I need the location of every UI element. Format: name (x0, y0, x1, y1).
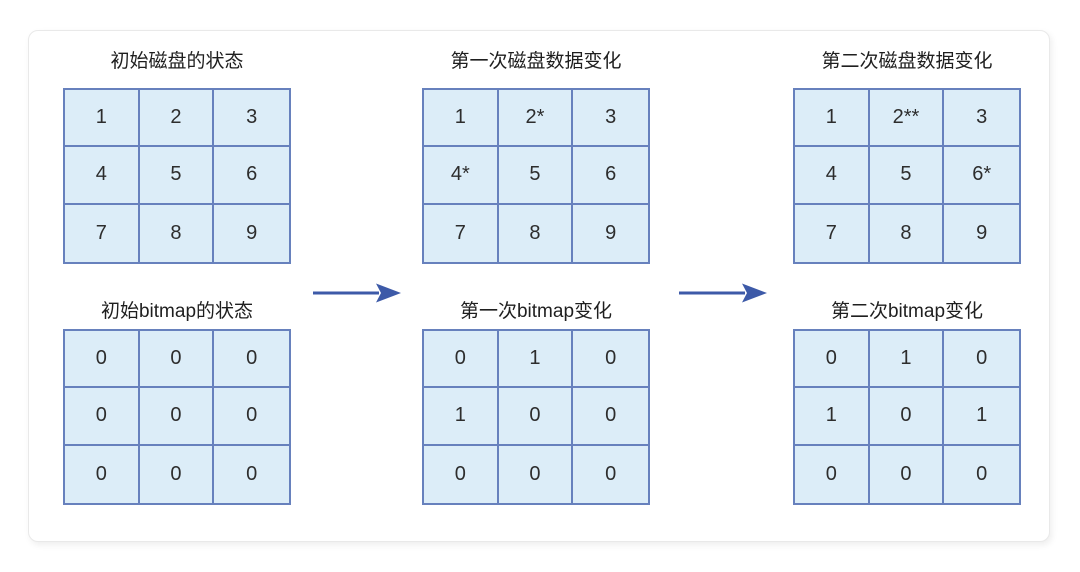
panel-bitmap-initial: 初始bitmap的状态 0 0 0 0 0 0 0 0 0 (63, 297, 291, 505)
grid-cell: 0 (498, 388, 574, 446)
grid-cell: 0 (869, 388, 945, 446)
grid-cell: 1 (424, 388, 499, 446)
grid-cell: 9 (944, 204, 1019, 262)
panel-title: 第二次磁盘数据变化 (821, 51, 993, 72)
grid-table: 0 0 0 0 0 0 0 0 0 (63, 329, 291, 505)
arrow-right-icon (312, 281, 402, 305)
panel-bitmap-change-1: 第一次bitmap变化 0 1 0 1 0 0 0 0 0 (422, 297, 650, 505)
grid-cell: 0 (944, 445, 1019, 503)
grid-cell: 7 (65, 204, 140, 262)
grid-cell: 5 (498, 147, 574, 205)
grid-table: 0 1 0 1 0 1 0 0 0 (793, 329, 1021, 505)
panel-title: 第一次磁盘数据变化 (450, 51, 622, 72)
panel-title: 初始磁盘的状态 (110, 51, 244, 72)
grid-cell: 0 (424, 331, 499, 389)
grid-cell: 1 (424, 90, 499, 148)
grid-cell: 8 (869, 204, 945, 262)
grid-cell: 4 (795, 147, 870, 205)
grid-cell: 6* (944, 147, 1019, 205)
grid-cell: 9 (573, 204, 648, 262)
panel-title: 第一次bitmap变化 (459, 301, 613, 322)
grid-cell: 1 (795, 90, 870, 148)
grid-cell: 0 (214, 331, 289, 389)
grid-cell: 1 (498, 331, 574, 389)
grid-cell: 4 (65, 147, 140, 205)
grid-cell: 1 (795, 388, 870, 446)
grid-cell: 6 (214, 147, 289, 205)
grid-cell: 8 (139, 204, 215, 262)
panel-title: 第二次bitmap变化 (830, 301, 984, 322)
grid-cell: 0 (795, 331, 870, 389)
grid-cell: 0 (65, 445, 140, 503)
grid-cell: 2 (139, 90, 215, 148)
grid-table: 1 2 3 4 5 6 7 8 9 (63, 88, 291, 264)
grid-table: 0 1 0 1 0 0 0 0 0 (422, 329, 650, 505)
grid-cell: 0 (424, 445, 499, 503)
grid-cell: 9 (214, 204, 289, 262)
grid-cell: 6 (573, 147, 648, 205)
grid-cell: 0 (944, 331, 1019, 389)
grid-cell: 0 (498, 445, 574, 503)
grid-cell: 0 (795, 445, 870, 503)
grid-cell: 0 (214, 445, 289, 503)
grid-cell: 0 (214, 388, 289, 446)
grid-cell: 0 (139, 331, 215, 389)
panel-disk-change-2: 第二次磁盘数据变化 1 2** 3 4 5 6* 7 8 9 (793, 47, 1021, 264)
grid-cell: 5 (869, 147, 945, 205)
grid-table: 1 2* 3 4* 5 6 7 8 9 (422, 88, 650, 264)
grid-cell: 1 (65, 90, 140, 148)
grid-cell: 1 (869, 331, 945, 389)
grid-cell: 2* (498, 90, 574, 148)
grid-cell: 2** (869, 90, 945, 148)
grid-cell: 0 (869, 445, 945, 503)
grid-cell: 7 (795, 204, 870, 262)
panel-title: 初始bitmap的状态 (100, 301, 254, 322)
grid-cell: 3 (944, 90, 1019, 148)
grid-cell: 0 (139, 388, 215, 446)
panel-bitmap-change-2: 第二次bitmap变化 0 1 0 1 0 1 0 0 0 (793, 297, 1021, 505)
grid-cell: 0 (65, 388, 140, 446)
grid-cell: 7 (424, 204, 499, 262)
grid-cell: 0 (573, 331, 648, 389)
grid-cell: 0 (573, 388, 648, 446)
grid-cell: 0 (139, 445, 215, 503)
grid-cell: 5 (139, 147, 215, 205)
grid-cell: 3 (573, 90, 648, 148)
panel-disk-initial: 初始磁盘的状态 1 2 3 4 5 6 7 8 9 (63, 47, 291, 264)
grid-table: 1 2** 3 4 5 6* 7 8 9 (793, 88, 1021, 264)
grid-cell: 0 (65, 331, 140, 389)
grid-cell: 4* (424, 147, 499, 205)
grid-cell: 8 (498, 204, 574, 262)
arrow-right-icon (678, 281, 768, 305)
grid-cell: 0 (573, 445, 648, 503)
grid-cell: 3 (214, 90, 289, 148)
panel-disk-change-1: 第一次磁盘数据变化 1 2* 3 4* 5 6 7 8 9 (422, 47, 650, 264)
grid-cell: 1 (944, 388, 1019, 446)
